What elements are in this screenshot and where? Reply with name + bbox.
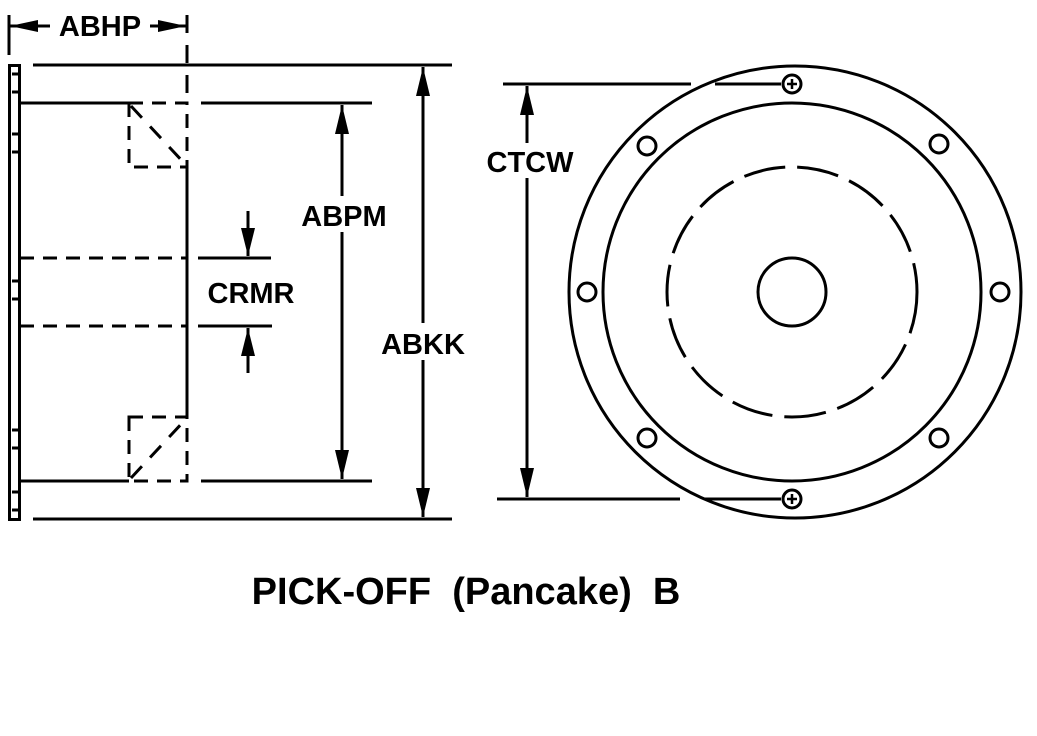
- screw-hole-bottom: [781, 488, 803, 510]
- hidden-diagonal-top: [129, 104, 187, 166]
- dimension-ctcw: CTCW: [487, 82, 781, 501]
- front-view: CTCW: [487, 64, 1023, 520]
- center-hub: [756, 256, 828, 328]
- hidden-feature-top: [127, 101, 189, 169]
- rail-ticks: [12, 72, 18, 512]
- drawing-title: PICK-OFF (Pancake) B: [252, 571, 681, 613]
- mounting-holes: [576, 133, 1011, 449]
- mounting-hole: [989, 281, 1011, 303]
- crmr-label: CRMR: [208, 278, 295, 310]
- hidden-feature-bottom: [127, 415, 189, 483]
- screw-hole-top: [781, 73, 803, 95]
- dimension-abhp: ABHP: [7, 11, 186, 55]
- ctcw-label: CTCW: [487, 147, 575, 179]
- dimension-crmr: CRMR: [208, 211, 295, 373]
- mounting-hole: [576, 281, 598, 303]
- dimension-abkk: ABKK: [381, 67, 465, 517]
- hidden-diagonal-bottom: [129, 418, 187, 480]
- mounting-hole: [928, 427, 950, 449]
- side-view: ABHP ABPM CRMR ABKK: [7, 11, 465, 521]
- mounting-hole: [636, 427, 658, 449]
- mounting-hole: [928, 133, 950, 155]
- outer-flange-circle: [567, 64, 1023, 520]
- mounting-hole: [636, 135, 658, 157]
- hidden-circle: [665, 165, 919, 419]
- abpm-label: ABPM: [301, 201, 386, 233]
- abkk-label: ABKK: [381, 329, 465, 361]
- abhp-label: ABHP: [59, 11, 141, 43]
- inner-body-circle: [601, 101, 983, 483]
- dimension-abpm: ABPM: [301, 105, 387, 479]
- mounting-rail: [8, 64, 21, 521]
